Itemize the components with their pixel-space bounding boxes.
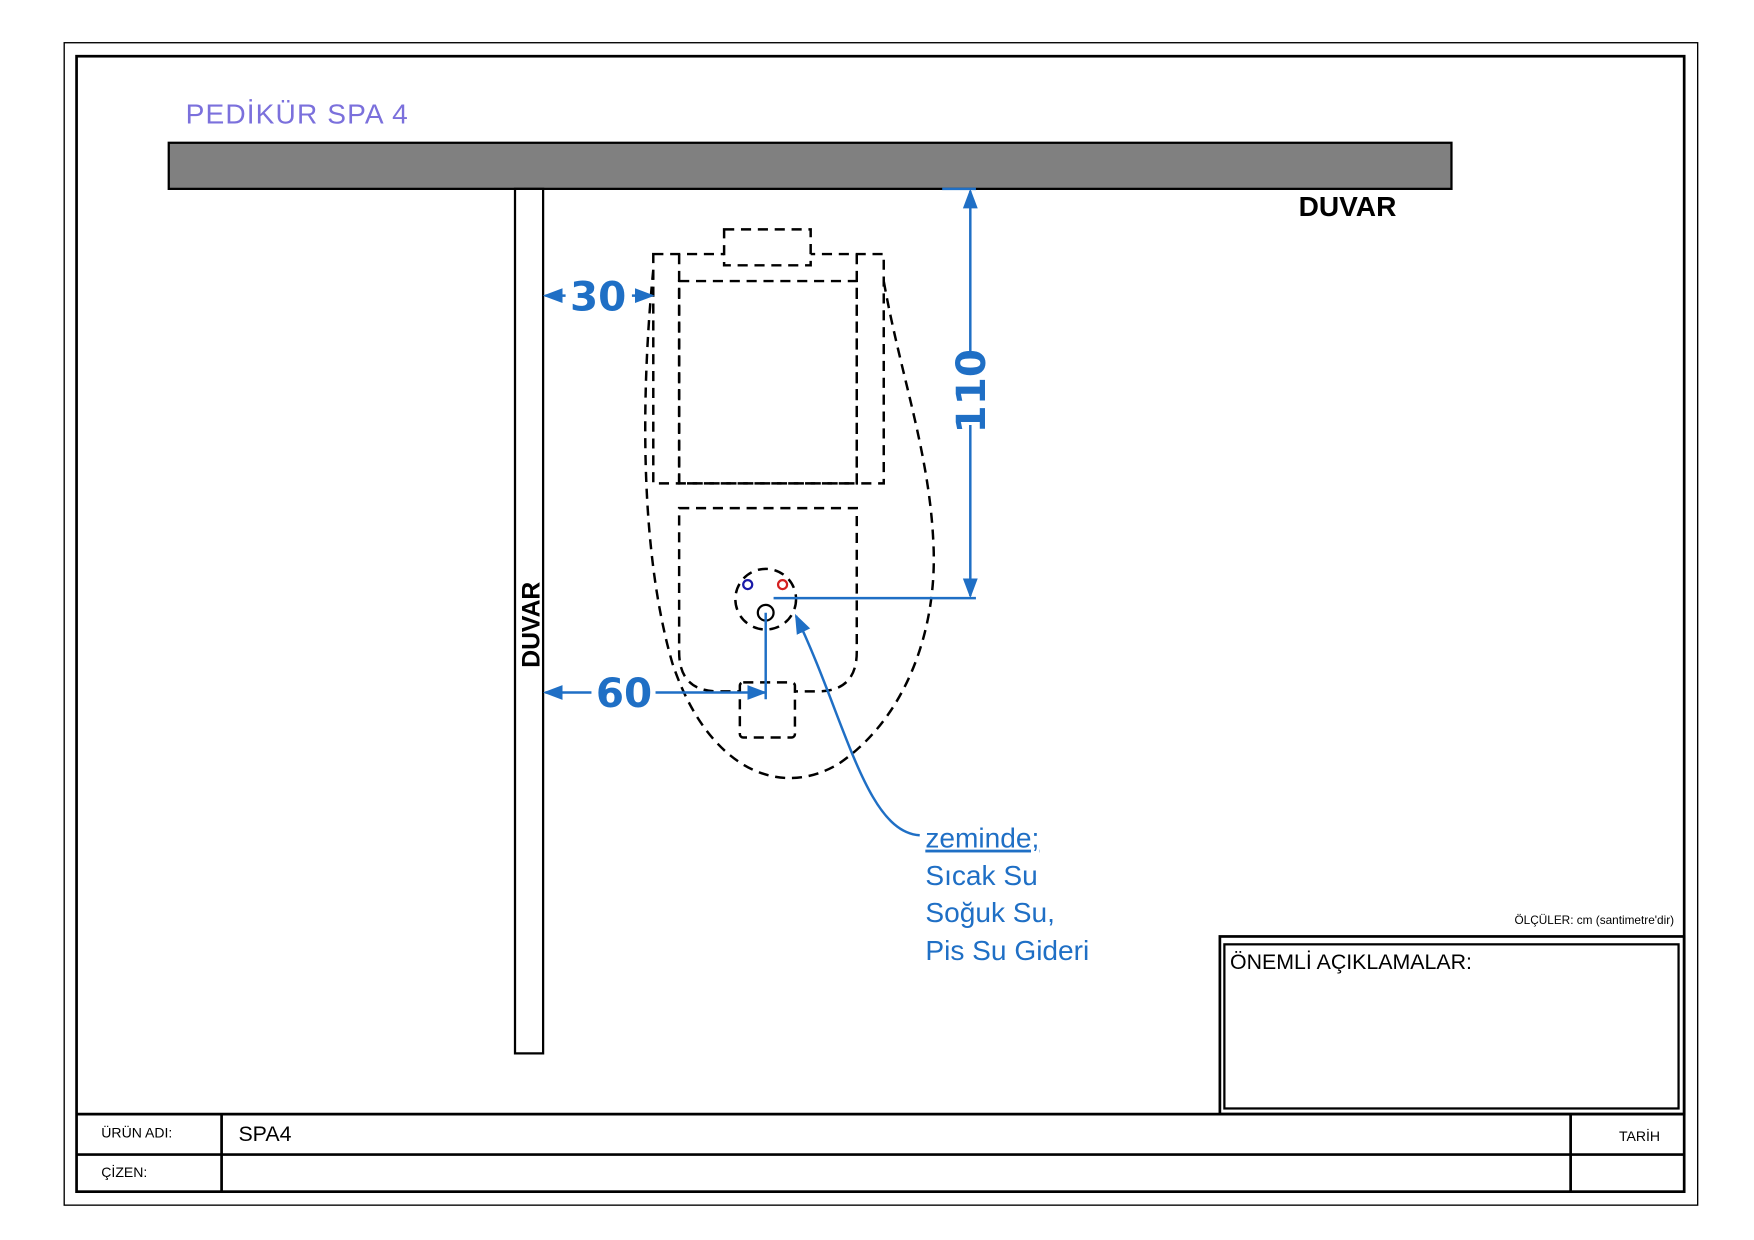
annotation-line: Sıcak Su (925, 860, 1037, 891)
top-wall-label: DUVAR (1299, 191, 1397, 222)
inner-border (75, 54, 1686, 1194)
dimension-30-label: 30 (570, 272, 626, 320)
side-wall (513, 187, 545, 1055)
dimension-60-label: 60 (596, 669, 652, 717)
annotation-line: Soğuk Su, (925, 897, 1055, 928)
drawn-by-label: ÇİZEN: (101, 1163, 147, 1180)
notes-label: ÖNEMLİ AÇIKLAMALAR: (1230, 950, 1472, 974)
date-label: TARİH (1619, 1127, 1660, 1144)
drawing-title: PEDİKÜR SPA 4 (186, 99, 409, 130)
dimension-110 (773, 187, 978, 600)
top-wall (167, 141, 1453, 190)
notes-box-inner (1223, 943, 1680, 1110)
hot-water-inlet-icon (776, 578, 789, 591)
cold-water-inlet-icon (742, 578, 754, 591)
side-wall-label: DUVAR (519, 582, 546, 668)
units-note: ÖLÇÜLER: cm (santimetre'dir) (1514, 913, 1674, 927)
dimension-60 (542, 612, 768, 700)
title-block (76, 1112, 1685, 1192)
product-label: ÜRÜN ADI: (101, 1124, 172, 1141)
outer-border (63, 42, 1699, 1206)
annotation-line: Pis Su Gideri (925, 935, 1089, 966)
spa-chair-outline (644, 228, 936, 780)
annotation-heading: zeminde; (925, 823, 1039, 854)
product-value: SPA4 (238, 1122, 291, 1146)
dimension-110-label: 110 (947, 349, 995, 433)
leader-arrow (794, 613, 920, 837)
